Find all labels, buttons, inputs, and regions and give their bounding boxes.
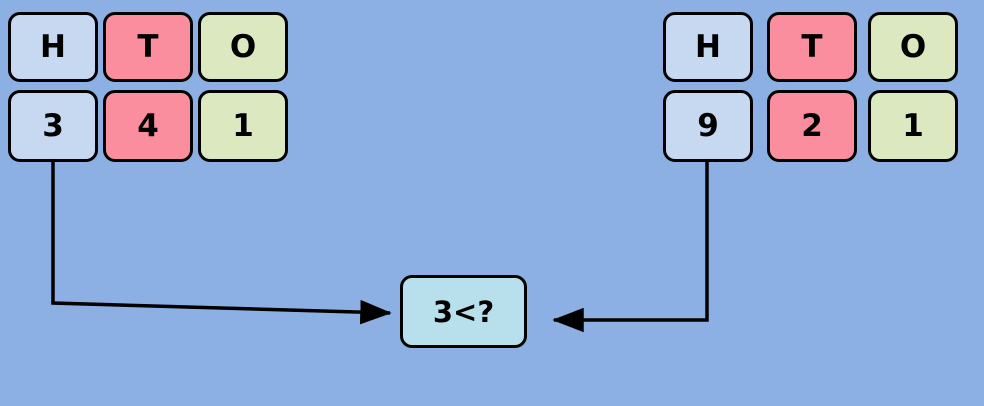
left-header-tens: T xyxy=(103,12,193,82)
left-digit-tens[interactable]: 4 xyxy=(103,90,193,162)
connector-left-to-compare xyxy=(51,162,392,325)
comparison-node[interactable]: 3<? xyxy=(400,275,527,348)
right-digit-ones[interactable]: 1 xyxy=(868,90,958,162)
left-digit-hundreds[interactable]: 3 xyxy=(8,90,98,162)
left-header-ones: O xyxy=(198,12,288,82)
connector-right-to-compare xyxy=(552,162,709,333)
right-header-tens: T xyxy=(767,12,857,82)
right-digit-tens[interactable]: 2 xyxy=(767,90,857,162)
left-header-hundreds: H xyxy=(8,12,98,82)
right-header-ones: O xyxy=(868,12,958,82)
right-digit-hundreds[interactable]: 9 xyxy=(663,90,753,162)
right-header-hundreds: H xyxy=(663,12,753,82)
left-digit-ones[interactable]: 1 xyxy=(198,90,288,162)
